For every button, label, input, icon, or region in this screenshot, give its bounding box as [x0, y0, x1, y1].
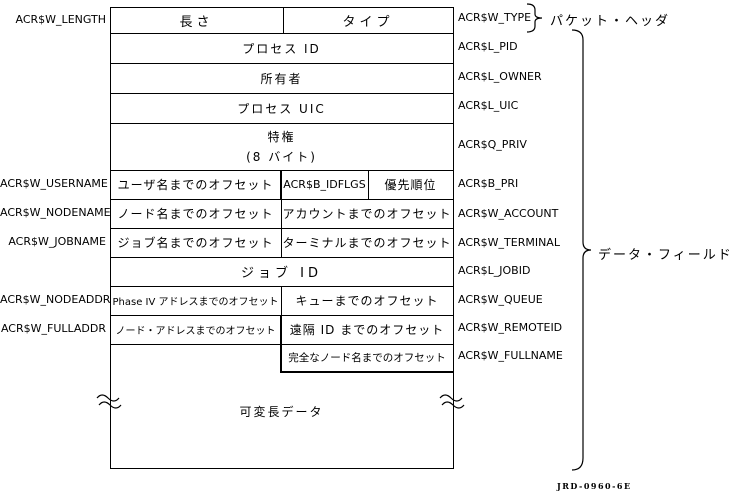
figure-number-caption: JRD-0960-6E: [557, 481, 632, 491]
field-label-remoteid: ACR$W_REMOTEID: [458, 321, 563, 334]
cell-username-offset: ユーザ名までのオフセット: [117, 178, 274, 192]
cell-job-id: ジョブ ID: [241, 266, 322, 281]
table-line: [110, 63, 454, 64]
field-label-username: ACR$W_USERNAME: [0, 177, 108, 190]
cell-owner: 所有者: [260, 71, 303, 86]
table-line: [280, 371, 454, 373]
table-line: [280, 315, 282, 373]
cell-privilege: 特権 (8 バイト): [110, 123, 453, 170]
field-label-type: ACR$W_TYPE: [458, 11, 532, 24]
field-label-fulladdr: ACR$W_FULLADDR: [0, 322, 106, 335]
cell-length: 長さ: [179, 14, 214, 30]
field-label-queue: ACR$W_QUEUE: [458, 293, 543, 306]
cell-type: タイプ: [342, 14, 394, 30]
field-label-owner: ACR$L_OWNER: [458, 70, 542, 83]
table-line: [281, 286, 282, 315]
cell-terminal-offset: ターミナルまでのオフセット: [282, 236, 452, 250]
field-label-pid: ACR$L_PID: [458, 40, 518, 53]
field-label-terminal: ACR$W_TERMINAL: [458, 236, 560, 249]
cell-account-offset: アカウントまでのオフセット: [282, 207, 452, 221]
cell-jobname-offset: ジョブ名までのオフセット: [117, 236, 274, 250]
cell-nodename-offset: ノード名までのオフセット: [117, 207, 274, 221]
table-line: [110, 7, 454, 8]
data-field-label: データ・フィールド: [598, 248, 729, 263]
field-label-priv: ACR$Q_PRIV: [458, 138, 527, 151]
table-line: [110, 33, 454, 34]
cell-phase4-offset: Phase IV アドレスまでのオフセット: [112, 297, 279, 308]
field-label-nodeaddr: ACR$W_NODEADDR: [0, 293, 111, 306]
table-line: [283, 7, 284, 34]
cell-privilege-line2: (8 バイト): [246, 149, 317, 164]
cell-priority: 優先順位: [384, 178, 437, 192]
table-line: [110, 257, 454, 258]
field-label-length: ACR$W_LENGTH: [15, 13, 106, 26]
cell-nodeaddr-offset: ノード・アドレスまでのオフセット: [115, 326, 276, 337]
field-label-nodename: ACR$W_NODENAME: [0, 206, 111, 219]
cell-fullname-offset: 完全なノード名までのオフセット: [288, 352, 446, 364]
cell-queue-offset: キューまでのオフセット: [295, 294, 439, 308]
table-line: [368, 170, 369, 199]
table-line: [110, 315, 454, 316]
cell-remoteid-offset: 遠隔 ID までのオフセット: [289, 323, 445, 337]
table-line: [110, 344, 454, 345]
field-label-fullname: ACR$W_FULLNAME: [458, 349, 563, 362]
cell-process-uic: プロセス UIC: [237, 101, 326, 116]
table-line: [110, 228, 454, 229]
table-line: [110, 286, 454, 287]
table-line: [110, 123, 454, 124]
cell-privilege-line1: 特権: [267, 129, 296, 144]
cell-process-id: プロセス ID: [242, 41, 321, 56]
field-label-pri: ACR$B_PRI: [458, 177, 519, 190]
table-line: [110, 170, 454, 171]
packet-header-label: パケット・ヘッダ: [550, 14, 671, 29]
table-border-left: [110, 7, 111, 469]
field-label-jobid: ACR$L_JOBID: [458, 264, 531, 277]
cell-variable-data: 可変長データ: [239, 404, 324, 419]
table-border-right: [453, 7, 454, 469]
field-label-jobname: ACR$W_JOBNAME: [8, 235, 106, 248]
table-line: [281, 199, 282, 257]
table-line: [280, 170, 282, 199]
field-label-account: ACR$W_ACCOUNT: [458, 207, 559, 220]
cell-idflgs: ACR$B_IDFLGS: [283, 178, 366, 191]
table-line: [110, 468, 454, 469]
field-label-uic: ACR$L_UIC: [458, 99, 519, 112]
table-line: [110, 93, 454, 94]
table-line: [110, 199, 454, 200]
